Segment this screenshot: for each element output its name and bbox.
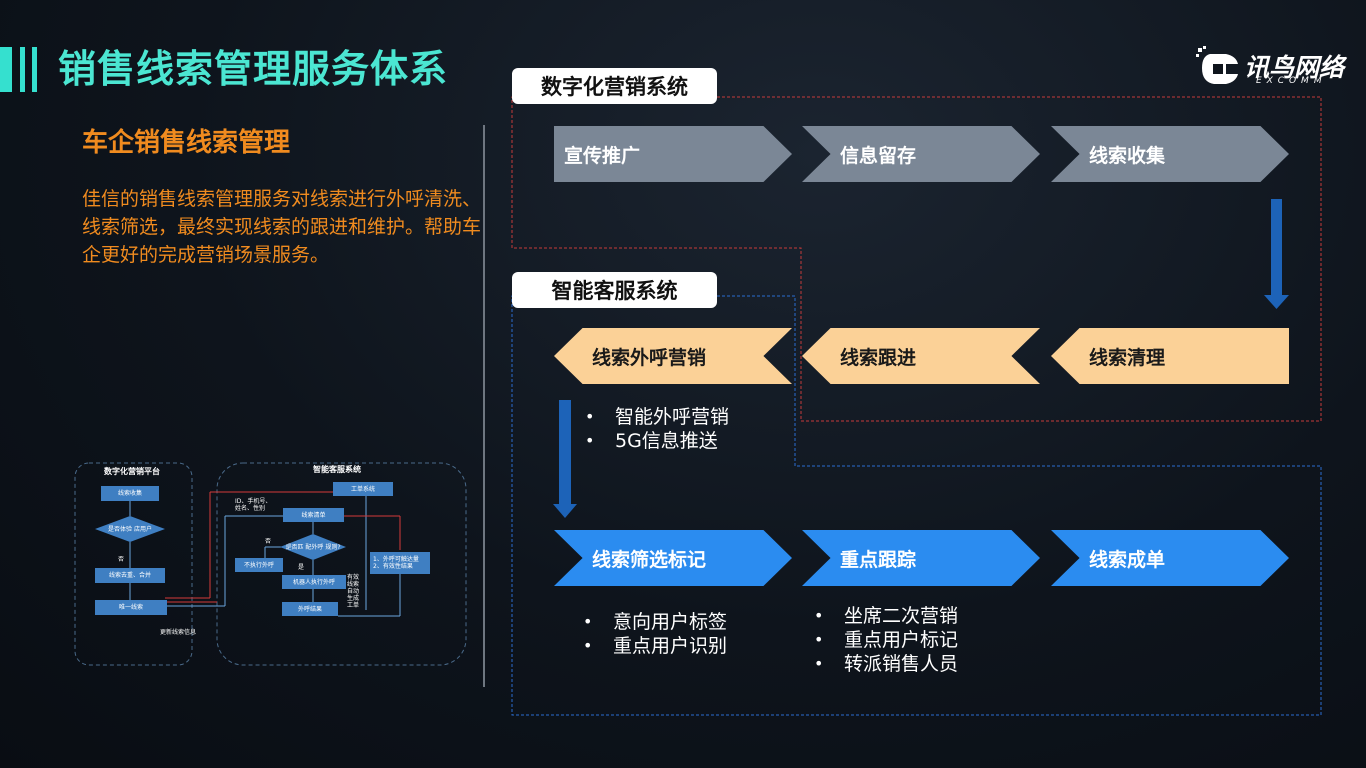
mini-label-update: 更新线索信息 [160, 629, 197, 636]
bullet-item: 智能外呼营销 [583, 405, 729, 429]
mini-right-title: 智能客服系统 [313, 465, 361, 474]
step-lead-followup: 线索跟进 [802, 328, 1040, 384]
step-lead-filter: 线索筛选标记 [554, 530, 792, 586]
filter-bullets: 意向用户标签 重点用户识别 [581, 610, 727, 658]
step-lead-cleaning: 线索清理 [1051, 328, 1289, 384]
mini-node-robot: 机器人执行外呼 [282, 575, 346, 589]
mini-label-no2: 否 [265, 538, 272, 545]
step-info-retention: 信息留存 [802, 126, 1040, 182]
smart-service-system-label: 智能客服系统 [512, 272, 717, 308]
section-subtitle: 车企销售线索管理 [82, 128, 291, 158]
step-outbound-marketing: 线索外呼营销 [554, 328, 792, 384]
mini-node-unique: 唯一线索 [95, 600, 167, 615]
mini-flowchart-lines [74, 462, 467, 666]
page-title: 销售线索管理服务体系 [58, 47, 449, 91]
mini-label-no1: 否 [118, 556, 125, 563]
mini-label-fields: ID、手机号、 姓名、性别 [235, 498, 272, 512]
bullet-item: 5G信息推送 [583, 429, 729, 453]
bullet-item: 意向用户标签 [581, 610, 727, 634]
mini-node-results: 1、外呼可触达量 2、有效性结果 [370, 552, 430, 574]
mini-node-clean: 线索清单 [283, 508, 344, 522]
mini-label-yes2: 是 [298, 564, 305, 571]
bullet-item: 坐席二次营销 [812, 604, 958, 628]
step-lead-deal: 线索成单 [1051, 530, 1289, 586]
mini-node-dedupe: 线索去重、合并 [95, 568, 165, 583]
mini-node-result: 外呼结果 [282, 602, 338, 616]
company-logo: 讯鸟网络 EXCOMM [1196, 46, 1344, 92]
mini-left-title: 数字化营销平台 [104, 467, 160, 476]
mini-node-ticket: 工单系统 [333, 482, 393, 496]
logo-cross-icon [1196, 46, 1238, 84]
vertical-divider [483, 125, 485, 687]
logo-text: 讯鸟网络 [1244, 53, 1345, 82]
bullet-item: 转派销售人员 [812, 652, 958, 676]
outbound-bullets: 智能外呼营销 5G信息推送 [583, 405, 729, 453]
bullet-item: 重点用户标记 [812, 628, 958, 652]
mini-flowchart: 数字化营销平台 智能客服系统 线索收集 是否体验 店用户 否 线索去重、合并 唯… [70, 458, 470, 668]
down-arrow-icon-2 [553, 400, 577, 518]
step-key-tracking: 重点跟踪 [802, 530, 1040, 586]
mini-node-nocall: 不执行外呼 [235, 558, 283, 572]
logo-subtext: EXCOMM [1256, 76, 1327, 86]
section-description: 佳信的销售线索管理服务对线索进行外呼清洗、线索筛选，最终实现线索的跟进和维护。帮… [82, 188, 482, 266]
step-lead-collection: 线索收集 [1051, 126, 1289, 182]
step-promotion: 宣传推广 [554, 126, 792, 182]
mini-node-collect: 线索收集 [101, 486, 159, 501]
mini-label-valid: 有效 线索 自动 生成 工单 [347, 574, 360, 609]
tracking-bullets: 坐席二次营销 重点用户标记 转派销售人员 [812, 604, 958, 676]
bullet-item: 重点用户识别 [581, 634, 727, 658]
down-arrow-icon [1264, 199, 1289, 309]
digital-marketing-system-label: 数字化营销系统 [512, 68, 717, 104]
